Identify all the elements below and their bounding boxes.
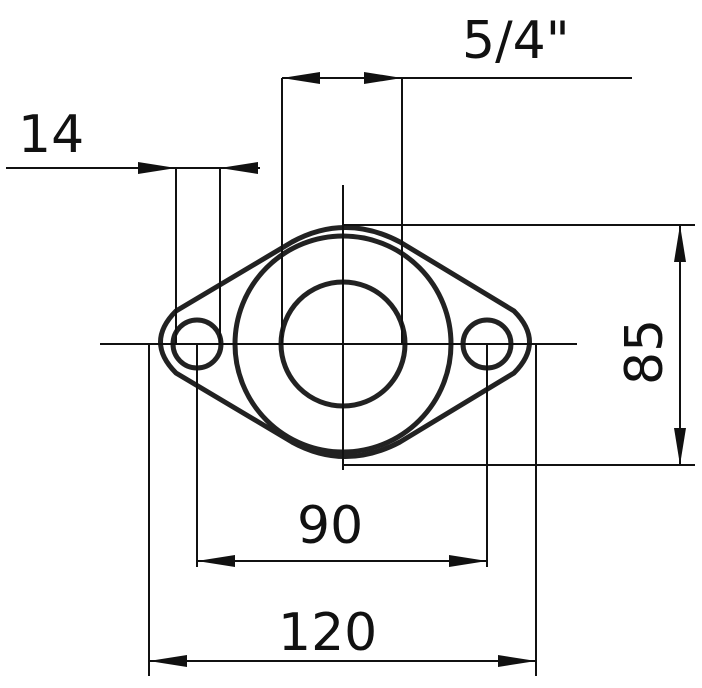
bolt-spacing-label: 90	[297, 496, 363, 556]
bore-arrow-right	[364, 72, 402, 84]
hole-arrow-left	[138, 162, 176, 174]
spacing-arrow-left	[197, 555, 235, 567]
height-arrow-top	[674, 225, 686, 262]
width-arrow-right	[498, 655, 536, 667]
width-arrow-left	[149, 655, 187, 667]
height-arrow-bottom	[674, 428, 686, 465]
hole-arrow-right	[220, 162, 258, 174]
spacing-arrow-right	[449, 555, 487, 567]
flange-outline	[158, 225, 532, 459]
thread-size-label: 5/4"	[462, 11, 570, 71]
bore-arrow-left	[282, 72, 320, 84]
overall-width-label: 120	[278, 603, 377, 663]
height-label: 85	[615, 319, 675, 385]
hole-diameter-label: 14	[18, 105, 84, 165]
